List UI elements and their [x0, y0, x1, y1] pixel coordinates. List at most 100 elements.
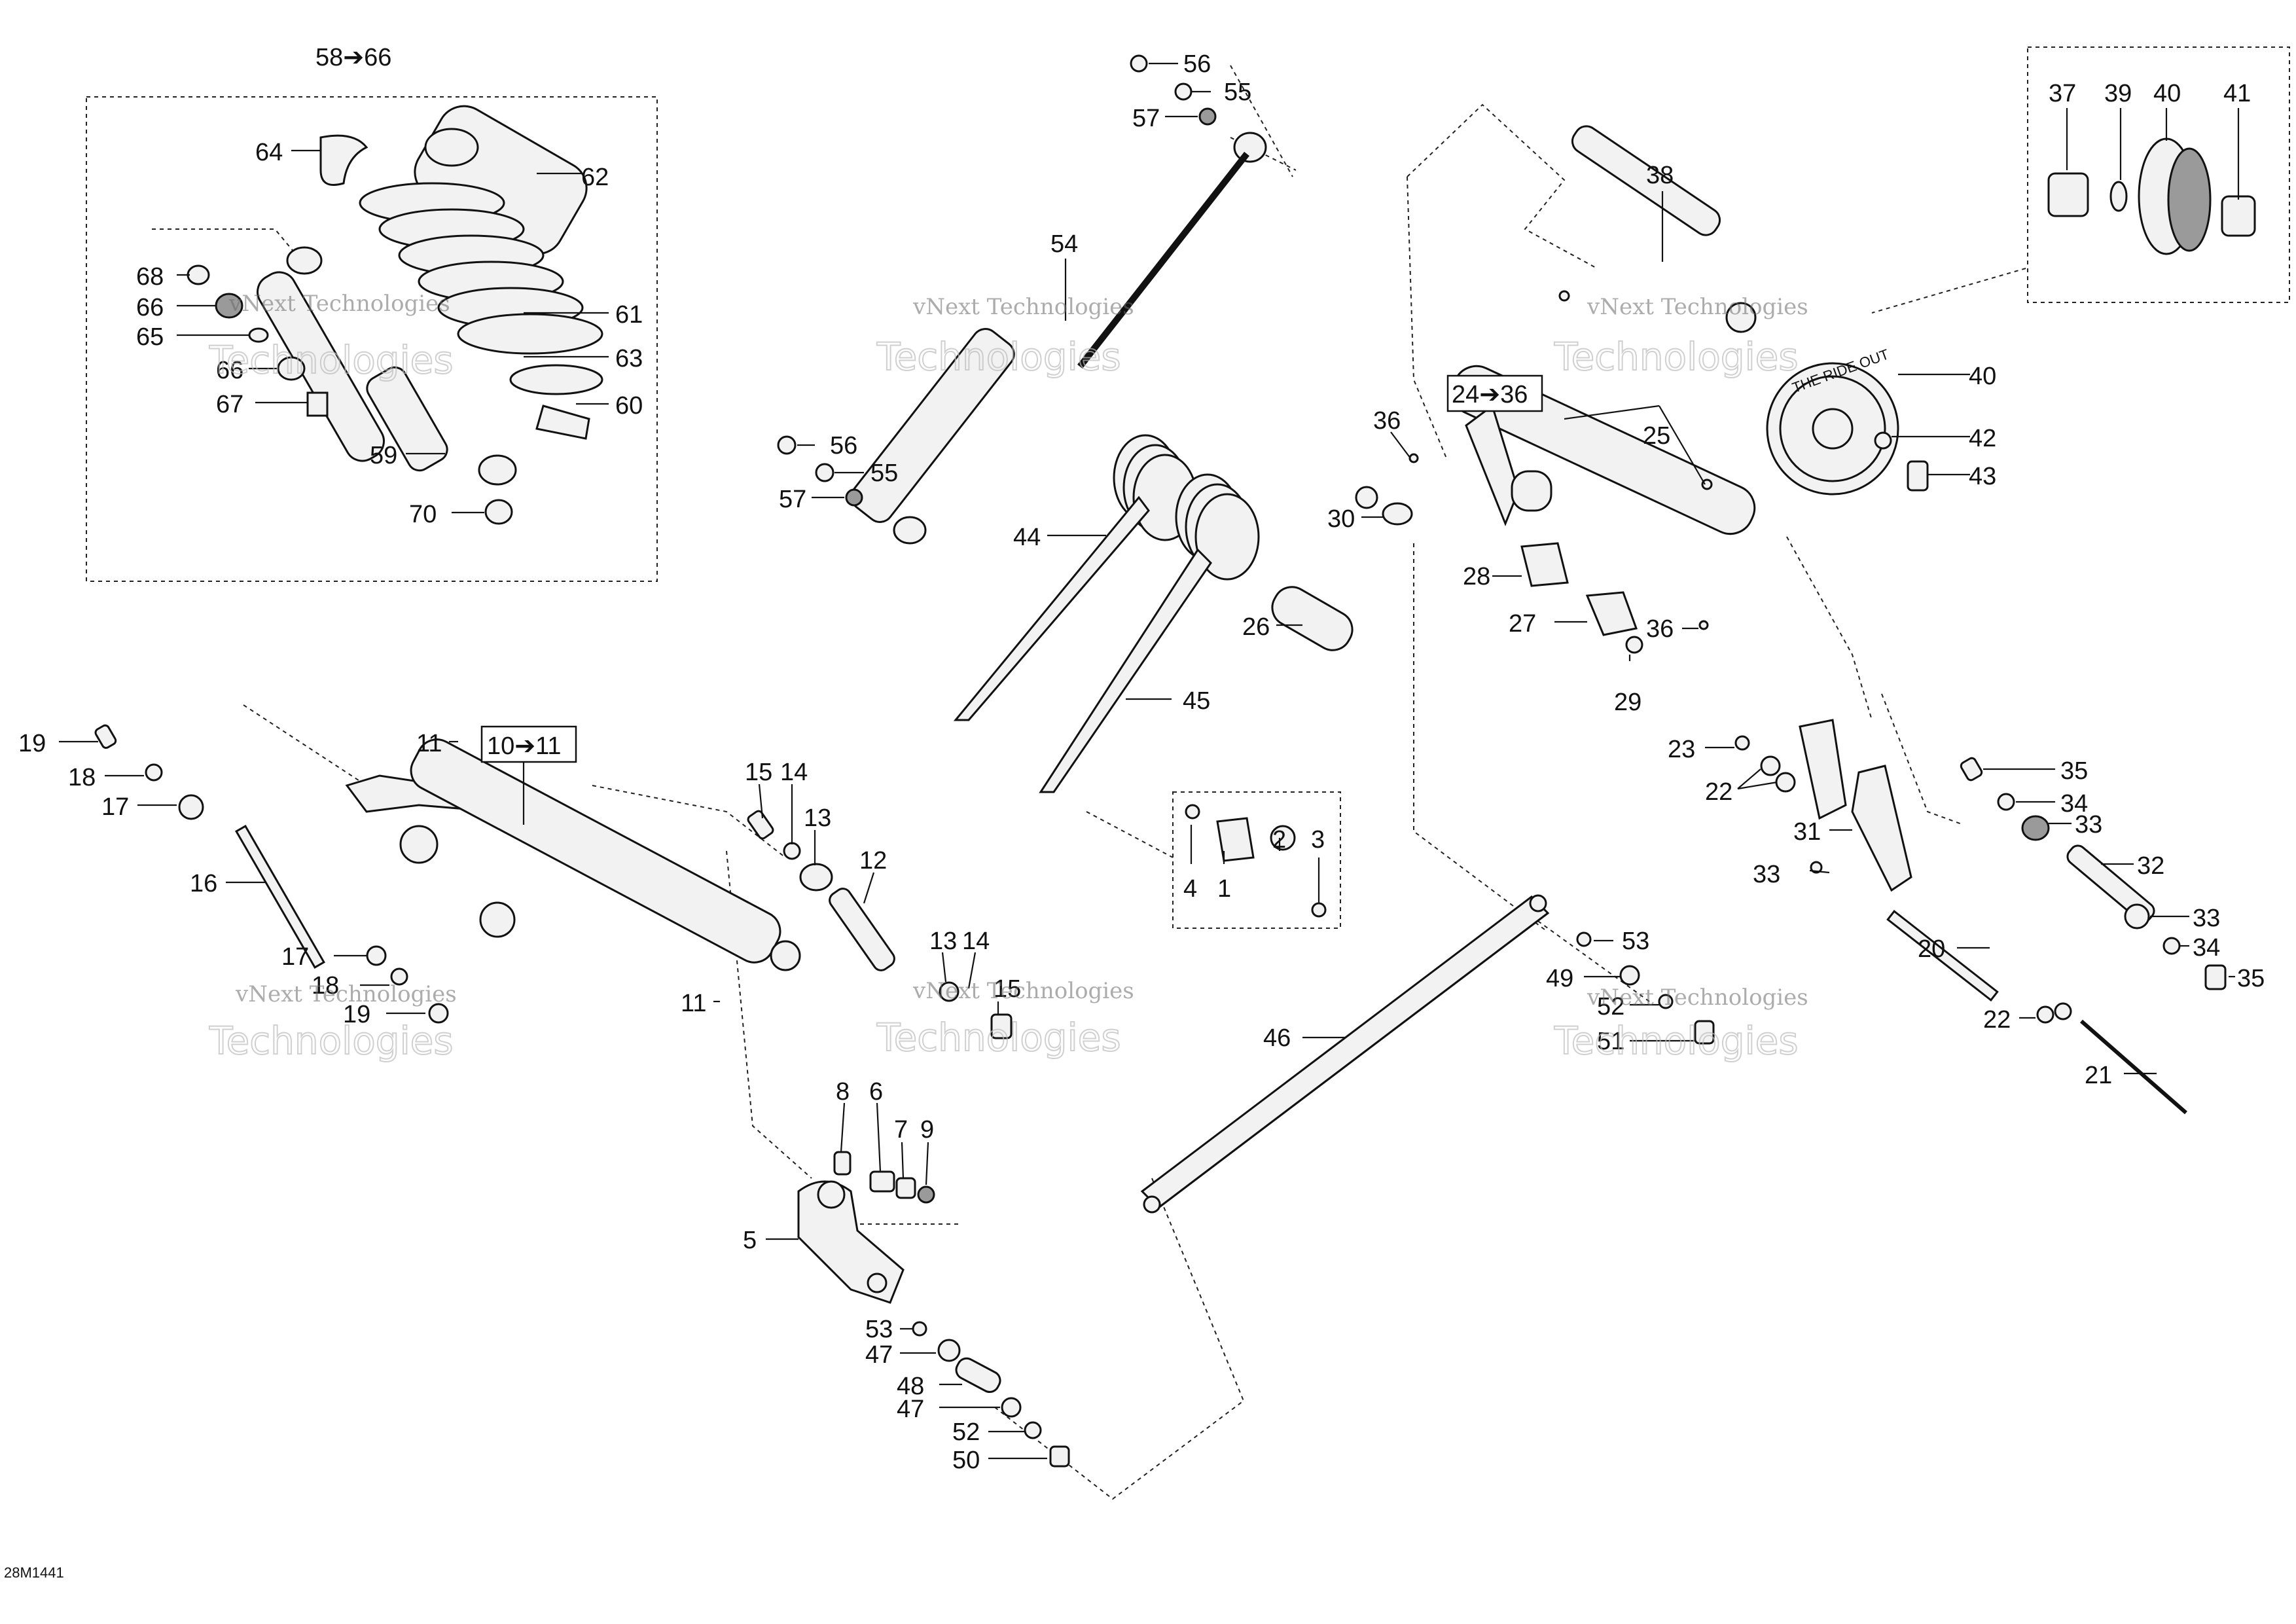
- label-2: 2: [1272, 826, 1286, 854]
- rear-arm-plates: [1734, 719, 2227, 1115]
- shock-rod-assembly: [777, 54, 1267, 545]
- label-45: 45: [1183, 687, 1210, 715]
- watermark-text: vNext Technologies: [912, 294, 1134, 320]
- label-18b: 18: [312, 972, 339, 1000]
- label-26: 26: [1242, 613, 1270, 641]
- label-57a: 57: [1132, 105, 1160, 132]
- label-17b: 17: [281, 943, 309, 971]
- block-parts: [1185, 804, 1327, 918]
- label-35a: 35: [2060, 757, 2088, 785]
- label-30: 30: [1327, 505, 1355, 533]
- label-17a: 17: [101, 793, 129, 821]
- label-63: 63: [615, 345, 643, 372]
- label-24-36: 24➔36: [1452, 381, 1528, 408]
- label-66a: 66: [136, 294, 164, 321]
- label-55b: 55: [870, 460, 898, 487]
- label-34a: 34: [2060, 790, 2088, 818]
- watermark-text: vNext Technologies: [912, 978, 1134, 1004]
- link-arm: [797, 1151, 1070, 1468]
- label-50: 50: [952, 1447, 980, 1474]
- label-23: 23: [1668, 736, 1695, 763]
- part-labels: 58➔66 64 62 68 66 65 6 1 66 63 67 60 59 7…: [18, 44, 2265, 1474]
- label-40b: 40: [1969, 363, 1996, 390]
- label-15a: 15: [745, 759, 772, 786]
- wheel-group-box: [2027, 46, 2290, 303]
- label-44: 44: [1013, 524, 1041, 551]
- watermark-outline: Technologies: [1554, 1019, 1799, 1063]
- label-64: 64: [255, 139, 283, 166]
- label-42: 42: [1969, 425, 1996, 452]
- watermark-outline: Technologies: [1554, 334, 1799, 379]
- label-20: 20: [1918, 935, 1945, 963]
- label-31: 31: [1793, 818, 1821, 846]
- torsion-spring: [953, 434, 1354, 793]
- label-34b: 34: [2193, 934, 2220, 962]
- group-label-box-24-36: [1446, 374, 1543, 412]
- label-58-66: 58➔66: [315, 44, 391, 71]
- label-19a: 19: [18, 730, 46, 757]
- label-4: 4: [1183, 875, 1197, 903]
- label-7: 7: [894, 1116, 908, 1144]
- long-link-rod: [1140, 894, 1715, 1214]
- label-48: 48: [897, 1373, 924, 1400]
- label-47b: 47: [897, 1396, 924, 1423]
- watermark-outline: Technologies: [209, 1019, 454, 1063]
- label-12: 12: [859, 847, 887, 875]
- label-32: 32: [2137, 852, 2164, 880]
- coil-spring: [359, 182, 603, 355]
- front-shaft: [747, 810, 1013, 1039]
- label-53a: 53: [865, 1316, 893, 1343]
- label-18a: 18: [68, 764, 96, 791]
- label-51: 51: [1597, 1028, 1624, 1055]
- watermark-text: vNext Technologies: [235, 981, 457, 1007]
- watermark-text: vNext Technologies: [1587, 294, 1808, 320]
- label-15b: 15: [994, 975, 1021, 1003]
- label-10-11: 10➔11: [487, 732, 562, 760]
- label-11a: 11: [416, 730, 442, 757]
- label-67: 67: [216, 391, 243, 418]
- label-11b: 11: [681, 990, 706, 1017]
- watermark-outline: Technologies: [876, 334, 1121, 379]
- label-27: 27: [1509, 610, 1536, 638]
- label-33a: 33: [1753, 861, 1780, 888]
- label-41: 41: [2223, 80, 2251, 107]
- label-33c: 33: [2193, 905, 2220, 932]
- label-57b: 57: [779, 486, 806, 513]
- label-65: 65: [136, 323, 164, 351]
- label-6: 6: [869, 1078, 883, 1106]
- watermark-outline: Technologies: [209, 338, 454, 382]
- label-53b: 53: [1622, 928, 1649, 955]
- label-13a: 13: [804, 804, 831, 832]
- label-43: 43: [1969, 463, 1996, 490]
- label-38: 38: [1646, 162, 1674, 189]
- label-16: 16: [190, 870, 217, 897]
- label-62: 62: [581, 164, 609, 191]
- label-40a: 40: [2153, 80, 2181, 107]
- label-68: 68: [136, 263, 164, 291]
- watermarks: vNext Technologies Technologies vNext Te…: [208, 291, 1808, 1064]
- label-33b: 33: [2075, 811, 2102, 839]
- label-56b: 56: [830, 432, 857, 460]
- label-66b: 66: [216, 357, 243, 384]
- diagram-code: 28M1441: [4, 1564, 64, 1581]
- label-52b: 52: [1597, 993, 1624, 1020]
- label-8: 8: [836, 1078, 850, 1106]
- label-13b: 13: [929, 928, 957, 955]
- label-36b: 36: [1646, 615, 1674, 643]
- label-55a: 55: [1224, 79, 1251, 106]
- label-60: 60: [615, 392, 643, 420]
- label-22b: 22: [1983, 1006, 2011, 1034]
- label-52a: 52: [952, 1418, 980, 1446]
- watermark-outline: Technologies: [876, 1015, 1121, 1060]
- label-28: 28: [1463, 563, 1490, 590]
- label-21: 21: [2085, 1062, 2112, 1089]
- watermark-text: vNext Technologies: [1587, 984, 1808, 1011]
- label-1: 1: [1217, 875, 1231, 903]
- label-14a: 14: [780, 759, 808, 786]
- assembly-guides: [152, 65, 2026, 1500]
- label-59: 59: [370, 442, 397, 469]
- block-group-box: [1172, 791, 1341, 929]
- label-39: 39: [2104, 80, 2132, 107]
- label-56a: 56: [1183, 50, 1211, 78]
